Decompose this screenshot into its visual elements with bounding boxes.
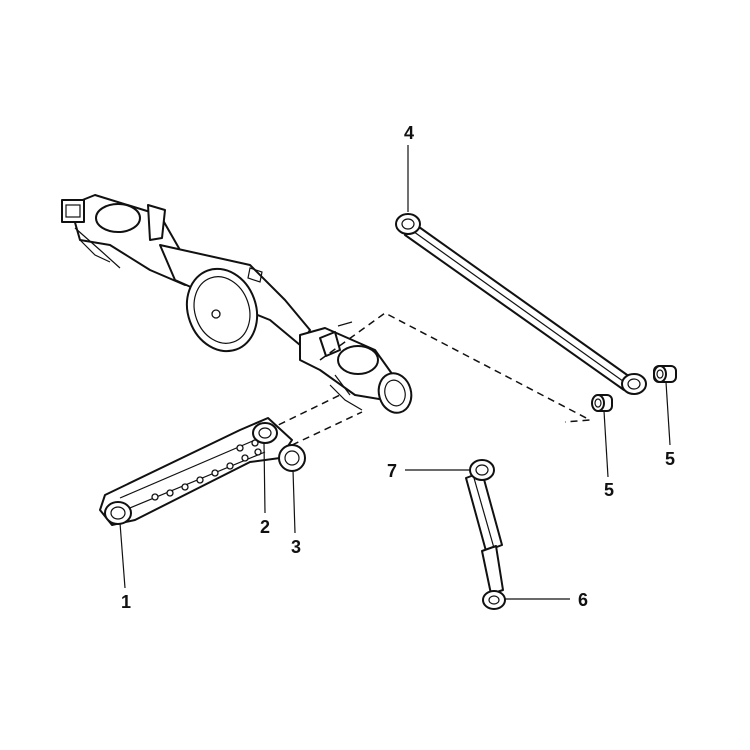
callout-7: 7 — [387, 461, 397, 481]
callout-2: 2 — [260, 517, 270, 537]
leader-line-2 — [263, 442, 266, 514]
lower-trailing-arm — [99, 417, 293, 526]
shock-upper-eye — [469, 459, 495, 481]
assembly-guide-lines — [267, 312, 593, 446]
leader-lines — [119, 145, 671, 600]
assembly-line-panhard — [319, 312, 593, 423]
callout-5-left: 5 — [604, 480, 614, 500]
bushing-arm-front-outer — [278, 444, 306, 472]
panhard-rod — [395, 213, 647, 395]
shock-absorber — [465, 471, 504, 595]
bushing-arm-front-inner — [252, 422, 278, 444]
callout-labels: 4 1 2 3 5 5 7 6 — [121, 123, 675, 612]
bushing-arm-rear-end — [104, 501, 132, 525]
shock-lower-eye — [482, 590, 506, 610]
callout-5-right: 5 — [665, 449, 675, 469]
leader-line-3 — [292, 469, 296, 534]
leader-line-5b — [665, 381, 671, 446]
callout-6: 6 — [578, 590, 588, 610]
bushing-left — [591, 394, 613, 412]
leader-line-5a — [603, 410, 609, 478]
leader-line-1 — [119, 522, 126, 589]
bushing-right — [653, 365, 677, 383]
rear-axle-housing — [61, 194, 413, 414]
callout-3: 3 — [291, 537, 301, 557]
callout-4: 4 — [404, 123, 414, 143]
assembly-line-arm-rear — [291, 411, 363, 446]
assembly-line-arm-front — [267, 394, 341, 431]
callout-1: 1 — [121, 592, 131, 612]
